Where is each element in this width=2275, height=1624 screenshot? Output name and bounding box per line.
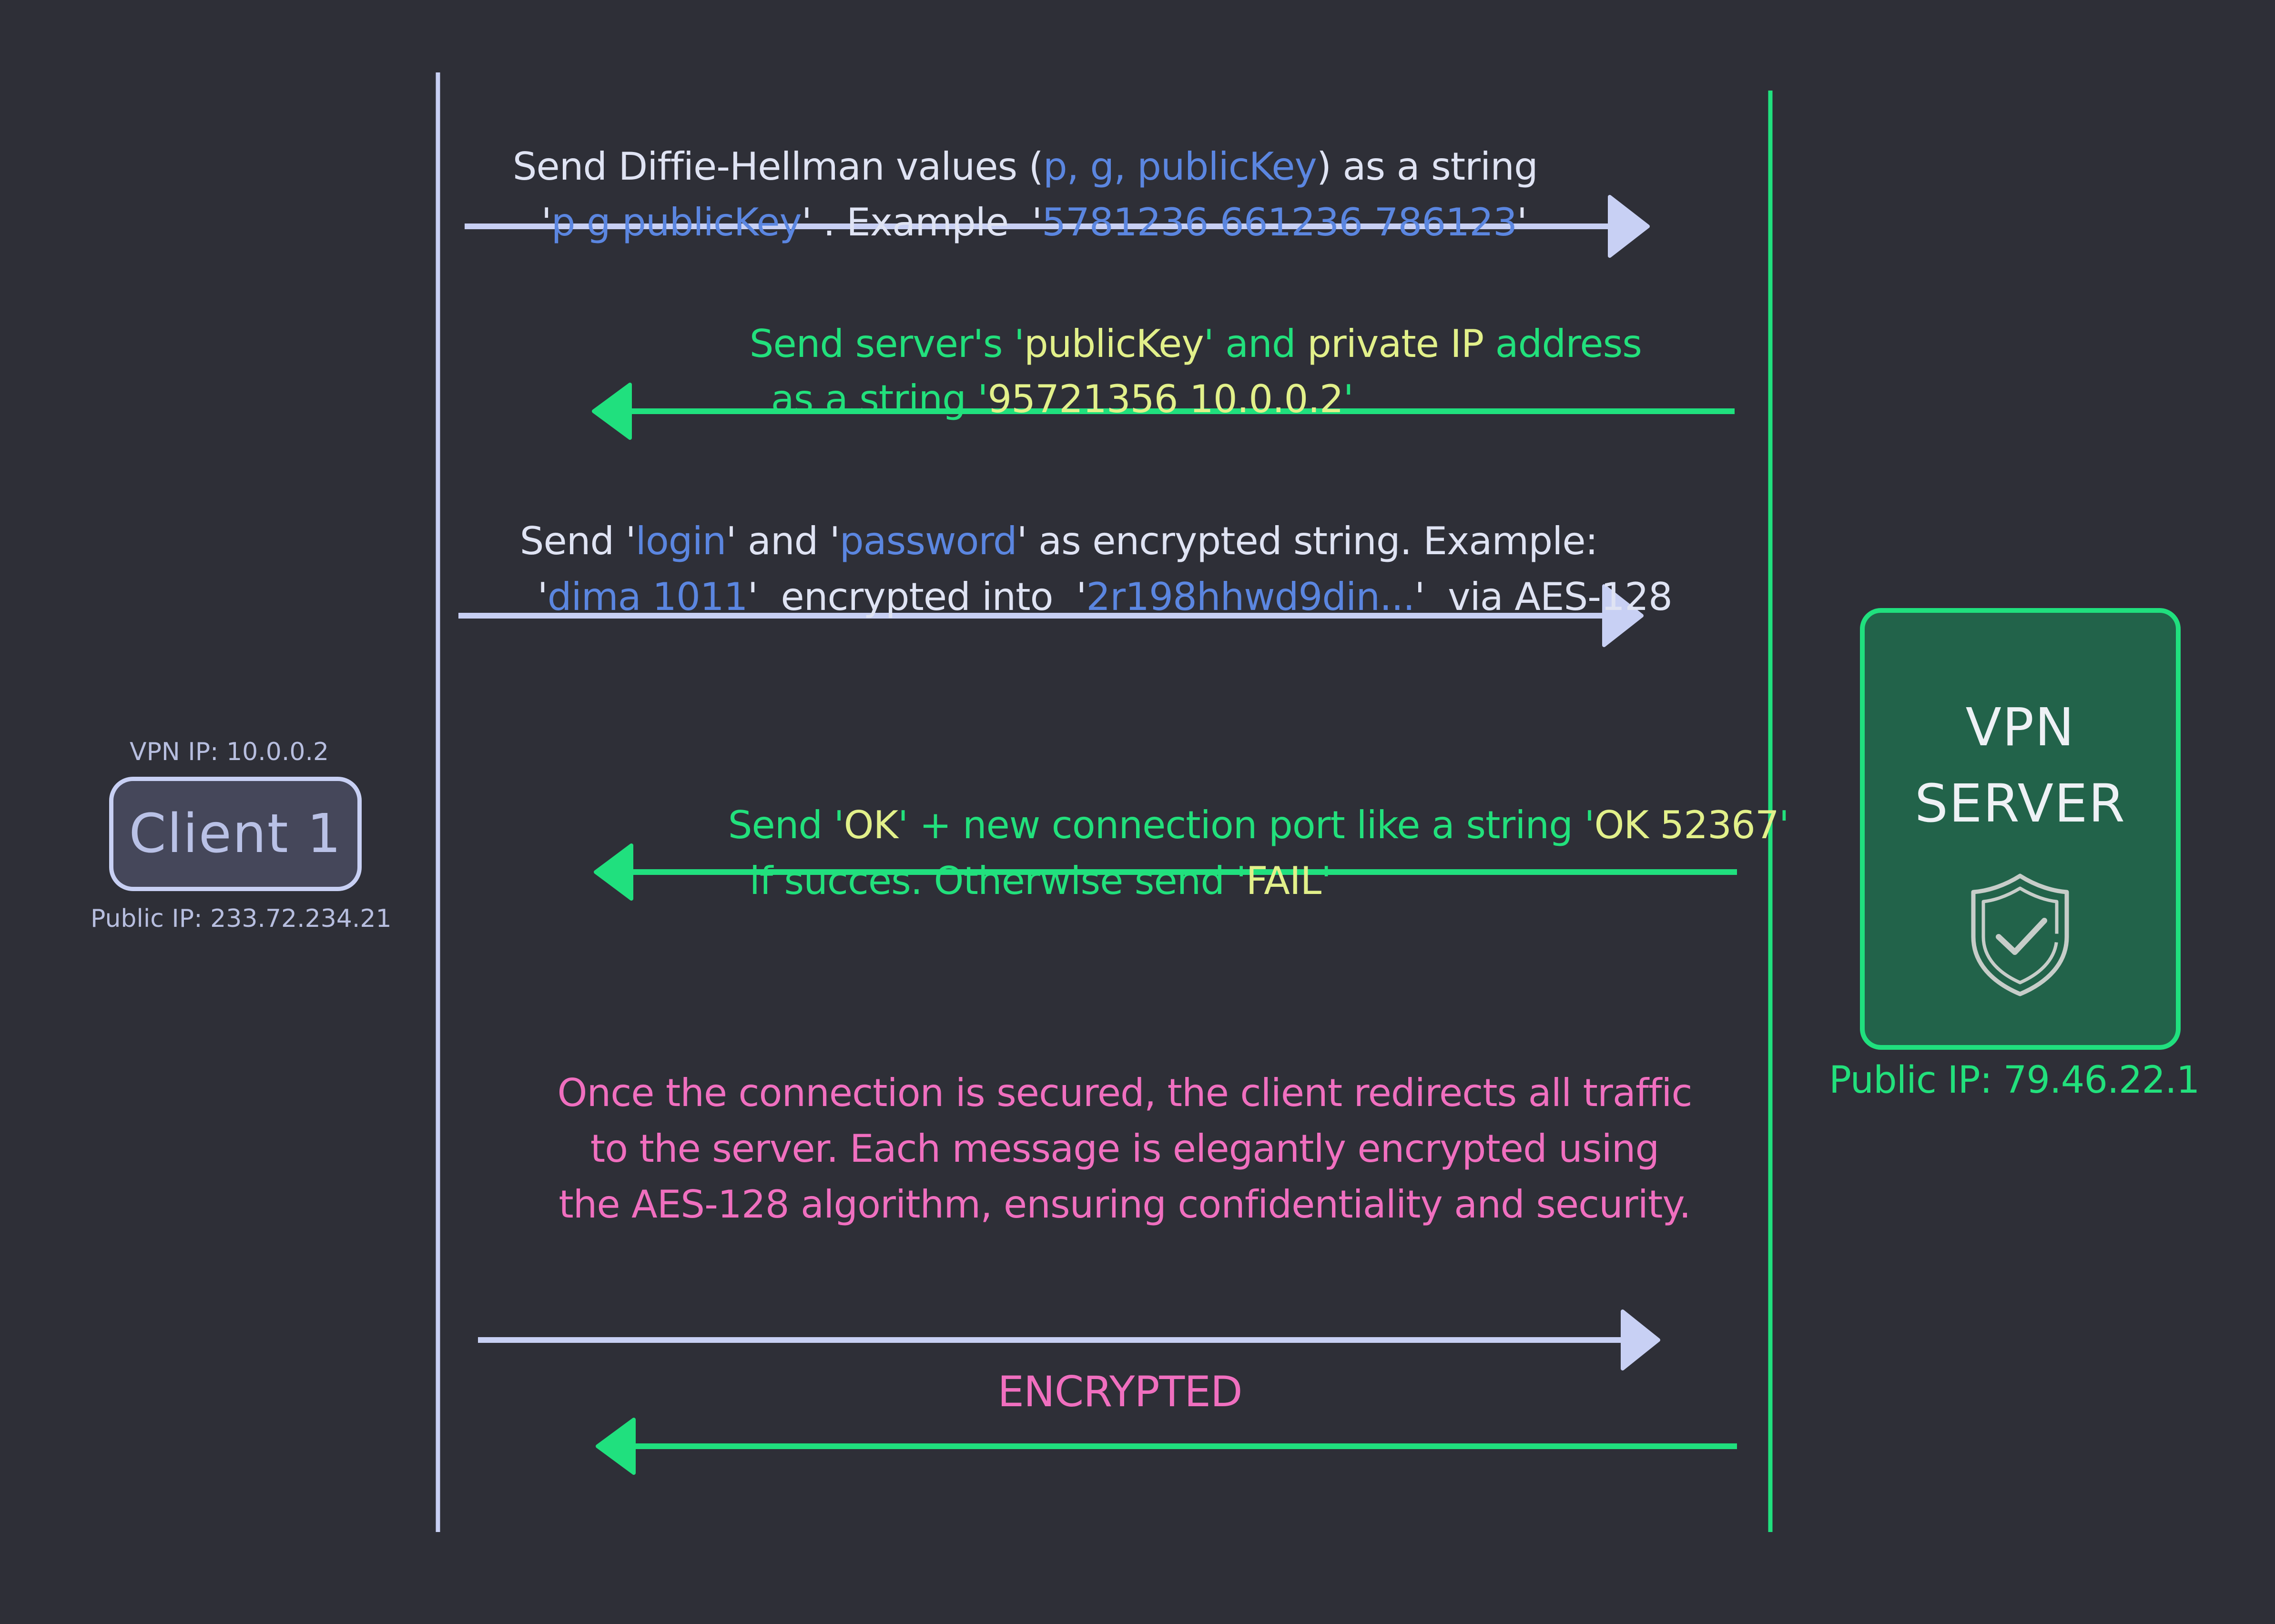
message-dh-line-1: Send Diffie-Hellman values (p, g, public… xyxy=(512,144,1538,189)
shield-check-icon xyxy=(1971,873,2069,996)
vpn-server-node: VPN SERVER xyxy=(1860,608,2181,1050)
note-line-2: to the server. Each message is elegantly… xyxy=(590,1127,1660,1171)
message-login-line-1: Send 'login' and 'password' as encrypted… xyxy=(519,519,1598,563)
client-node: Client 1 xyxy=(109,777,362,891)
client-vpn-ip: VPN IP: 10.0.0.2 xyxy=(130,738,329,766)
note-line-3: the AES-128 algorithm, ensuring confiden… xyxy=(559,1182,1691,1227)
arrow-server-public-key xyxy=(592,383,1735,440)
arrow-dh-values xyxy=(465,195,1650,258)
client-public-ip: Public IP: 233.72.234.21 xyxy=(91,904,392,933)
message-server-key-line-1: Send server's 'publicKey' and private IP… xyxy=(749,322,1642,366)
arrow-encrypted-inbound xyxy=(596,1418,1737,1475)
arrow-login-password xyxy=(458,584,1644,647)
message-server-key-line-2: as a string '95721356 10.0.0.2' xyxy=(771,377,1354,421)
arrow-ok-port xyxy=(594,843,1737,901)
server-title: VPN SERVER xyxy=(1915,697,2126,834)
message-ok-line-1: Send 'OK' + new connection port like a s… xyxy=(728,803,1789,847)
message-ok-line-2: if succes. Otherwise send 'FAIL' xyxy=(749,859,1331,903)
arrow-encrypted-outbound xyxy=(478,1309,1660,1370)
message-dh-line-2: 'p g publicKey' . Example '5781236 66123… xyxy=(541,200,1527,244)
note-line-1: Once the connection is secured, the clie… xyxy=(557,1071,1693,1115)
message-login-line-2: 'dima 1011' encrypted into '2r198hhwd9di… xyxy=(537,575,1673,619)
client-name: Client 1 xyxy=(129,803,342,865)
encrypted-label: ENCRYPTED xyxy=(997,1367,1242,1416)
server-public-ip: Public IP: 79.46.22.1 xyxy=(1829,1059,2200,1102)
